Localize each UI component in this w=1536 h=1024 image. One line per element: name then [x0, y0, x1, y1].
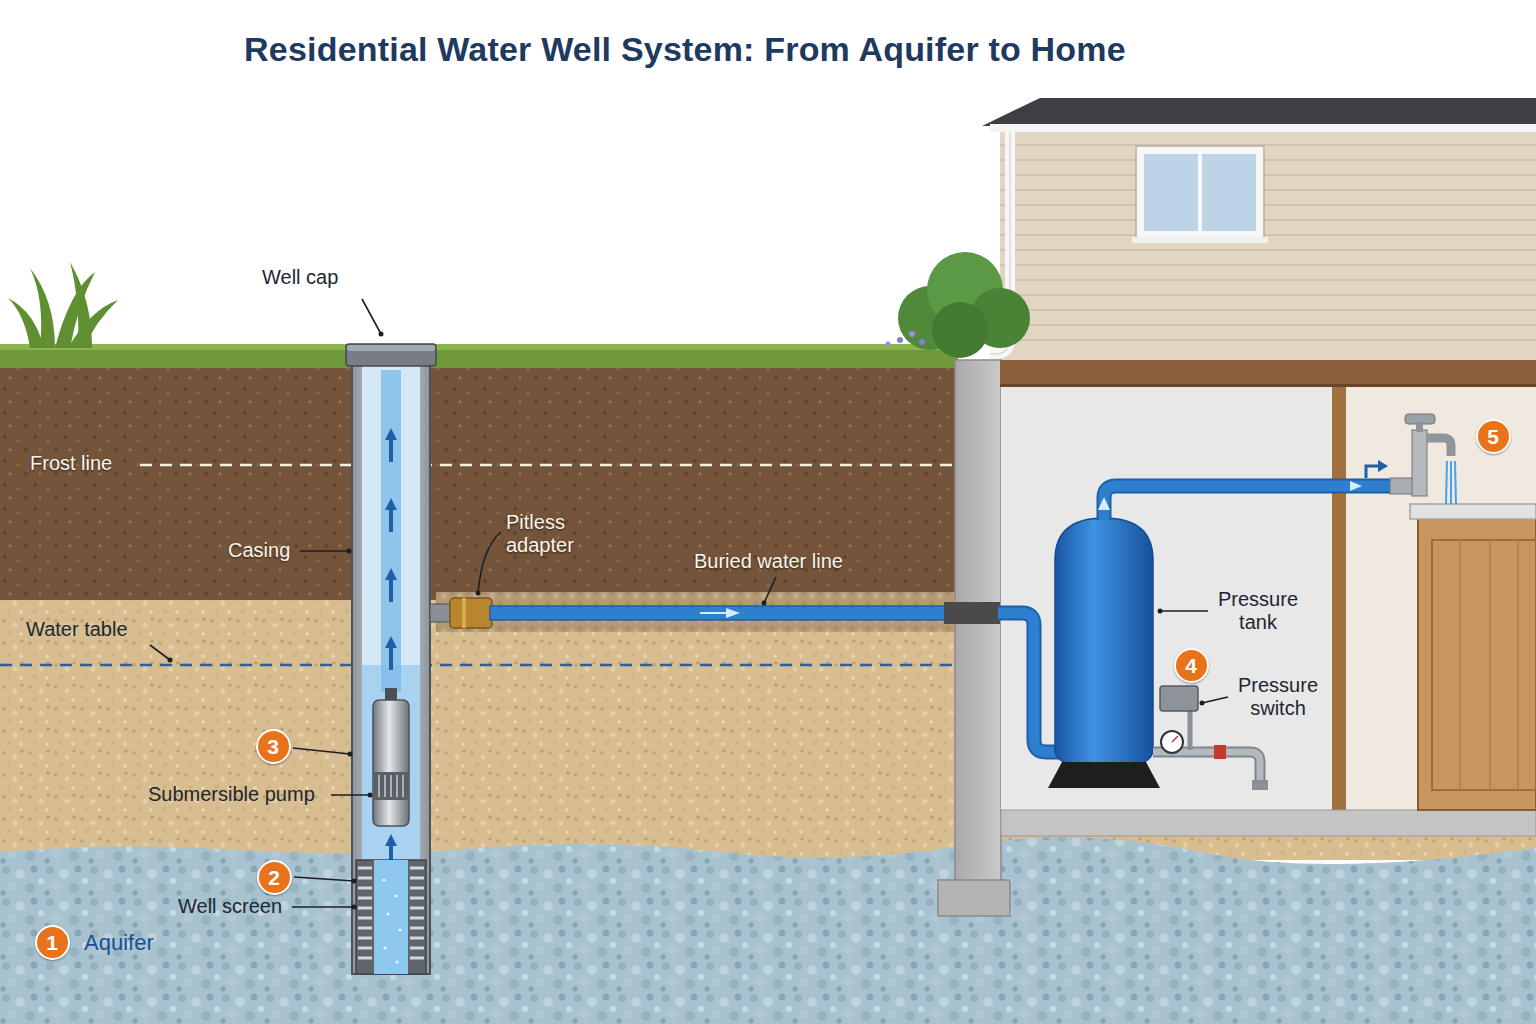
part-label-wrap: Casing: [228, 539, 290, 562]
part-label: Well cap: [262, 266, 338, 289]
part-label-wrap: Pressure switch: [1230, 674, 1326, 720]
part-label-wrap: Well screen: [178, 895, 282, 918]
boundary-label: Frost line: [30, 452, 112, 475]
diagram-title: Residential Water Well System: From Aqui…: [244, 30, 1126, 69]
part-label-wrap: Pitless adapter: [506, 511, 598, 557]
callout-number: 1: [35, 925, 70, 960]
callout-text: 2: [268, 867, 280, 888]
callout-number: 2: [257, 860, 292, 895]
callout-text: 4: [1185, 655, 1197, 676]
title-block: Residential Water Well System: From Aqui…: [0, 30, 1370, 69]
part-label-wrap: Pressure tank: [1212, 588, 1304, 634]
boundary-label-wrap: Water table: [26, 618, 128, 641]
part-label-wrap: Buried water line: [694, 550, 843, 573]
part-label-wrap: Submersible pump: [148, 783, 315, 806]
part-label: Casing: [228, 539, 290, 562]
callout-text: 1: [46, 932, 58, 953]
callout-number: 3: [256, 729, 291, 764]
callout-number: 5: [1476, 419, 1511, 454]
part-label: Buried water line: [694, 550, 843, 573]
part-label-wrap: Well cap: [262, 266, 338, 289]
boundary-label: Water table: [26, 618, 128, 641]
part-label: Pressure switch: [1230, 674, 1326, 720]
part-label: Pressure tank: [1212, 588, 1304, 634]
part-label: Well screen: [178, 895, 282, 918]
callout-text: 5: [1487, 426, 1499, 447]
boundary-label-wrap: Frost line: [30, 452, 112, 475]
callout-text: 3: [267, 736, 279, 757]
layer-label-wrap: Aquifer: [84, 930, 154, 955]
layer-label: Aquifer: [84, 930, 154, 955]
part-label: Pitless adapter: [506, 511, 598, 557]
part-label: Submersible pump: [148, 783, 315, 806]
callout-number: 4: [1174, 648, 1209, 683]
